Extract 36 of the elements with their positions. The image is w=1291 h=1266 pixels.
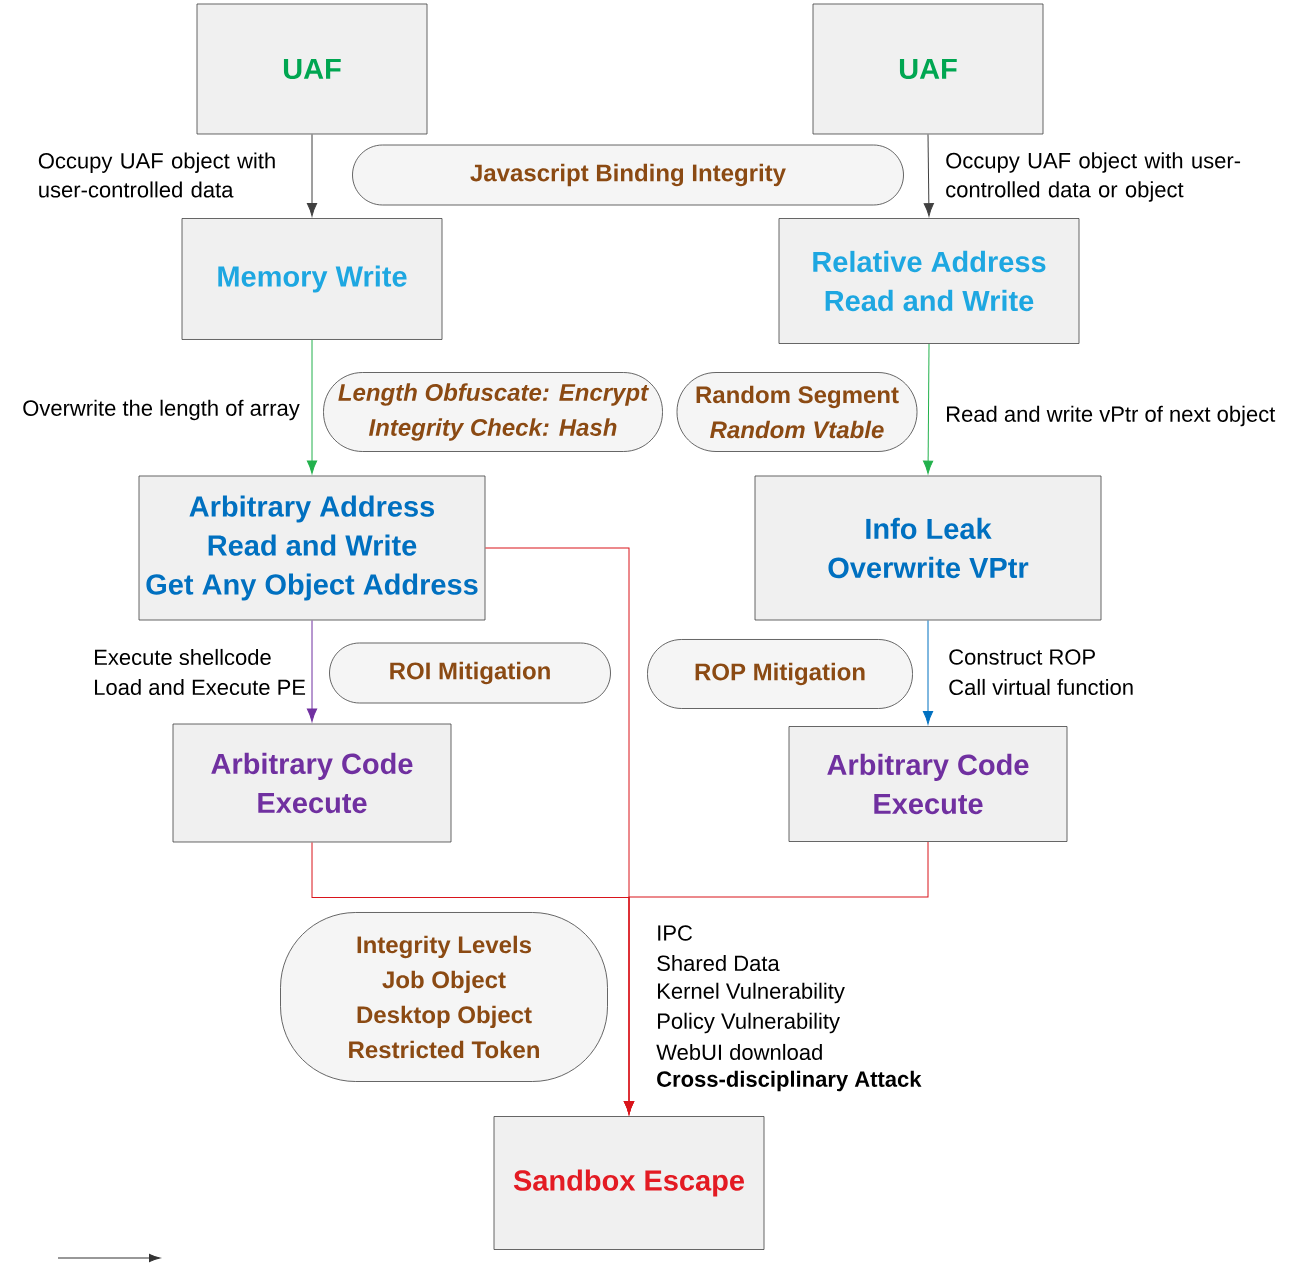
mitigation-pill: Integrity Levels Job Object Desktop Object Restricted Token [280, 912, 608, 1082]
process-box: Arbitrary Code Execute [172, 723, 452, 843]
side-note: Policy Vulnerability [658, 1012, 840, 1034]
side-note: Kernel Vulnerability [658, 982, 845, 1004]
arrow [923, 343, 934, 474]
side-note: Shared Data [657, 954, 780, 972]
arrow [306, 619, 318, 722]
edge-label: Occupy UAF object with user-controlled data or object [946, 152, 1241, 202]
side-note: Construct ROP [949, 649, 1095, 665]
arrow [922, 619, 934, 725]
side-note: Call virtual function [949, 678, 1133, 696]
edge-label: Occupy UAF object with user-controlled data [38, 152, 275, 198]
arrow [306, 133, 318, 217]
mitigation-pill: Random Segment Random Vtable [676, 372, 918, 452]
process-box: Sandbox Escape [493, 1116, 765, 1250]
side-note: WebUI download [656, 1043, 822, 1061]
process-box: Relative Address Read and Write [778, 218, 1080, 344]
mitigation-pill: ROI Mitigation [329, 642, 611, 704]
process-box: Memory Write [181, 218, 443, 340]
arrow [306, 339, 318, 474]
process-box: Arbitrary Code Execute [788, 726, 1068, 842]
arrow [623, 841, 929, 1115]
process-box: Info Leak Overwrite VPtr [754, 475, 1102, 621]
arrow [923, 133, 934, 217]
mitigation-pill: ROP Mitigation [647, 639, 913, 709]
process-box: UAF [196, 3, 428, 135]
process-box: UAF [812, 3, 1044, 135]
edge-label: Overwrite the length of array [23, 399, 300, 421]
mitigation-pill: Javascript Binding Integrity [352, 144, 904, 206]
side-note: Load and Execute PE [95, 678, 306, 696]
side-note: IPC [658, 925, 693, 941]
process-box: Arbitrary Address Read and Write Get Any Object Address [138, 475, 486, 621]
mitigation-pill: Length Obfuscate: Encrypt Integrity Check: Hash [323, 372, 663, 452]
side-note: Cross-disciplinary Attack [657, 1070, 922, 1092]
edge-label: Read and write vPtr of next object [947, 405, 1276, 427]
side-note: Execute shellcode [95, 648, 271, 666]
